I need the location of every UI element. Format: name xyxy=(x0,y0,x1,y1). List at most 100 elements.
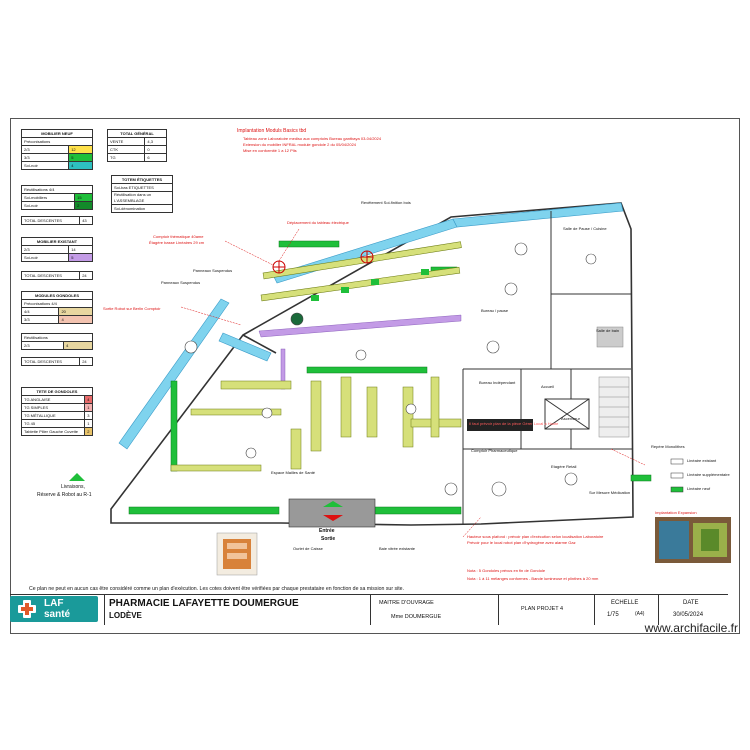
legend-cell: 14 xyxy=(68,245,93,254)
label-ascenseur: Ascenseur xyxy=(561,416,580,421)
legend-cell: Soi-noir xyxy=(20,161,70,170)
label-photo: Implantation Expansion xyxy=(655,510,697,515)
legend-cell: 24 xyxy=(79,271,93,280)
legend-cell: Soi-bas ETIQUETTES xyxy=(111,183,173,192)
highlight-marks xyxy=(311,269,429,301)
label-gondoles: Espace Mailles de Santé xyxy=(271,470,316,475)
legend-right-1: Linéaire existant xyxy=(687,458,717,463)
service-rooms xyxy=(462,211,633,524)
legend-cell: 4 xyxy=(63,341,93,350)
label-revetement: Revêtement Soi-finition bois xyxy=(361,200,411,205)
legend-cell: 43 xyxy=(79,216,93,225)
legend-cell: Soi-mobiliers xyxy=(20,193,76,202)
legend-cell: 3/3 xyxy=(20,153,70,162)
delivery-arrow xyxy=(69,473,85,481)
legend-cell: Réutilisation dans un L'ASSEMBLAGE xyxy=(111,191,173,205)
legend-title: MOBILIER EXISTANT xyxy=(21,237,93,246)
legend-cell: TOTAL DESCENTES xyxy=(20,216,81,225)
legend-cell: TG MÉTALLIQUE xyxy=(20,411,86,420)
legend-cell: 15 xyxy=(74,193,93,202)
title-maitre-cell: MAITRE D'OUVRAGE Mme DOUMERGUE xyxy=(370,595,499,625)
label-comptoir-retail: Comptoir Pharmaceutique xyxy=(471,448,518,453)
legend-cell: Tablette Pilier Gauche Cuvette xyxy=(20,427,86,436)
label-doux: Bureau Indépendant xyxy=(479,380,516,385)
label-autres: Sur Mesure Médication xyxy=(589,490,631,495)
label-comptoir: Comptoir thématique 40ame xyxy=(153,234,204,239)
legend-cell: 4 xyxy=(58,315,93,324)
legend-cell: 2 xyxy=(74,201,93,210)
legend-cell: 4 xyxy=(68,161,93,170)
label-entree: Entrée xyxy=(319,528,335,534)
disclaimer: Ce plan ne peut en aucun cas être consid… xyxy=(29,586,404,592)
label-bureau: Bureau / pause xyxy=(481,308,509,313)
right-legend-swatches xyxy=(670,458,684,493)
legend-cell: 1 xyxy=(84,419,93,428)
label-salle-eau: Salle de bain xyxy=(596,328,620,333)
legend-header: Préconisations 4/4 xyxy=(21,299,93,308)
legend-title: TETE DE GONDOLES xyxy=(21,387,93,396)
legend-cell: 2/3 xyxy=(20,145,70,154)
date-label: DATE xyxy=(683,600,699,606)
legend-cell: 0 xyxy=(144,145,167,154)
label-repere: Repère Monolithes xyxy=(651,444,685,449)
label-rayonnage: Etagère Retail xyxy=(551,464,577,469)
legend-totem: TOTEM ÉTIQUETTES Soi-bas ETIQUETTES Réut… xyxy=(111,175,173,213)
legend-cell: CTK xyxy=(106,145,146,154)
date-value: 30/05/2024 xyxy=(673,612,704,618)
legend-header: Préconisations xyxy=(21,137,93,146)
note-red-2: Prévoir pour le local robot plan d'hydro… xyxy=(467,540,576,545)
legend-cell: 4/4 xyxy=(20,307,60,316)
legend-cell: VENTE xyxy=(106,137,146,146)
entrance xyxy=(288,498,376,528)
legend-cell: 2/3 xyxy=(20,341,65,350)
plan-sheet: Implantation Moduls Basics tbd Tableau z… xyxy=(10,118,740,634)
cross-icon xyxy=(18,600,36,618)
notes-title: Implantation Moduls Basics tbd xyxy=(237,128,307,134)
legend-cell: 4,3 xyxy=(144,137,167,146)
legend-right-2: Linéaire supplémentaire xyxy=(687,472,730,477)
title-echelle-cell: ECHELLE 1/75 (A4) xyxy=(594,595,659,625)
label-robot: Sortie Robot sur Berlin Comptoir xyxy=(103,306,161,311)
legend-title: TOTAL GÉNÉRAL xyxy=(107,129,167,138)
legend-cell: 2 xyxy=(84,427,93,436)
label-reserve: Réserve & Robot au R-1 xyxy=(37,492,92,498)
label-accueil: Accueil xyxy=(541,384,554,389)
legend-cell: 1 xyxy=(84,403,93,412)
leader-lines xyxy=(180,228,646,538)
legend-cell: Soi-dénomination xyxy=(111,204,173,213)
label-sortie: Sortie xyxy=(321,536,336,542)
legend-cell: 12 xyxy=(68,145,93,154)
label-note-box: Il faut prévoir plan de la pièce Gérer L… xyxy=(469,421,559,426)
legend-cell: 5 xyxy=(68,153,93,162)
legend-cell: Soi-noir xyxy=(20,201,76,210)
notes-line-2: Extension du mobilier INFRAL module gond… xyxy=(243,142,357,147)
pharmacy-city: LODÈVE xyxy=(109,611,142,620)
legend-cell: Soi-noir xyxy=(20,253,70,262)
label-panneaux: Panneaux Suspendus xyxy=(193,268,233,273)
plan-label: PLAN PROJET 4 xyxy=(521,606,564,612)
title-block: PHARMACIE LAFAYETTE DOUMERGUE LODÈVE MAI… xyxy=(10,594,728,625)
legend-cell: 3 xyxy=(84,411,93,420)
label-baie: Baie vitrée existante xyxy=(379,546,416,551)
legend-title: TOTEM ÉTIQUETTES xyxy=(111,175,173,184)
legend-cell: 6 xyxy=(144,153,167,162)
legend-cell: TG xyxy=(106,153,146,162)
legend-cell: 4 xyxy=(84,395,93,404)
logo-line-1: LAF xyxy=(44,598,64,609)
legend-cell: TG SIMPLES xyxy=(20,403,86,412)
format-value: (A4) xyxy=(635,611,645,617)
maitre-value: Mme DOUMERGUE xyxy=(391,614,442,620)
laf-sante-logo: LAF santé xyxy=(10,596,98,622)
legend-cell: TOTAL DESCENTES xyxy=(20,357,81,366)
note-red-4: Nota : 1 à 11 mélanges conformes - Bande… xyxy=(467,576,599,581)
legend-cell: 2/3 xyxy=(20,245,70,254)
legend-right-3: Linéaire neuf xyxy=(687,486,711,491)
render-3d xyxy=(655,517,731,563)
echelle-label: ECHELLE xyxy=(611,600,639,606)
